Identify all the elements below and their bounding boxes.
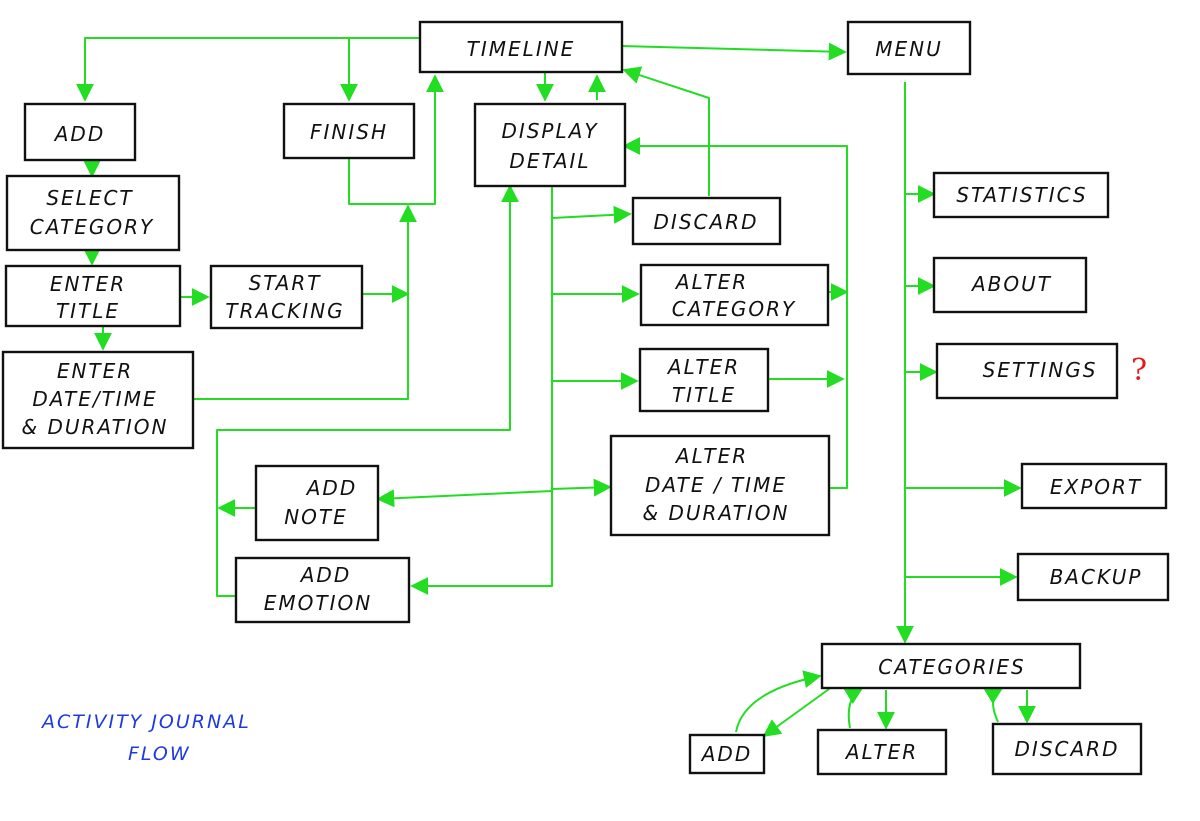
flow-boxes: TIMELINE MENU ADD FINISH DISPLAY DETAIL … — [1, 20, 1170, 776]
edge-finish-to-timeline — [348, 74, 444, 205]
node-menu: MENU — [846, 20, 972, 76]
node-add-emotion: ADD EMOTION — [234, 556, 411, 624]
node-add-note: ADD NOTE — [254, 464, 380, 542]
node-statistics-label: STATISTICS — [956, 183, 1087, 207]
node-backup: BACKUP — [1016, 552, 1170, 602]
node-backup-label: BACKUP — [1050, 565, 1143, 589]
node-enter-date: ENTER DATE/TIME & DURATION — [1, 350, 195, 450]
edge-categories-to-cat-add — [762, 683, 837, 738]
node-select-category: SELECT CATEGORY — [5, 174, 181, 252]
node-add: ADD — [23, 102, 137, 162]
edge-cat-discard-to-categories — [983, 687, 1004, 723]
node-alter-category: ALTER CATEGORY — [639, 263, 830, 327]
node-cat-add-label: ADD — [700, 742, 752, 766]
node-alter-date-line1: ALTER — [674, 444, 748, 468]
edge-note-emotion-return — [216, 184, 519, 597]
node-display-detail-line1: DISPLAY — [501, 119, 598, 143]
node-start-tracking-line1: START — [249, 271, 322, 295]
node-about: ABOUT — [932, 256, 1088, 314]
node-add-emotion-line1: ADD — [299, 563, 351, 587]
node-statistics: STATISTICS — [932, 171, 1110, 219]
node-categories-label: CATEGORIES — [878, 655, 1025, 679]
edge-display-spine — [410, 186, 553, 595]
node-alter-category-line1: ALTER — [674, 270, 748, 294]
node-select-category-line2: CATEGORY — [30, 215, 154, 239]
node-display-detail: DISPLAY DETAIL — [473, 102, 627, 188]
edge-display-to-alter-date — [551, 478, 612, 497]
node-categories: CATEGORIES — [820, 642, 1082, 690]
edge-cat-alter-to-categories — [843, 687, 864, 729]
caption-line1: ACTIVITY JOURNAL — [40, 711, 251, 733]
node-add-note-line2: NOTE — [284, 505, 348, 529]
node-add-note-line1: ADD — [305, 476, 357, 500]
node-enter-title-line1: ENTER — [50, 272, 126, 296]
node-timeline: TIMELINE — [418, 20, 624, 74]
node-alter-title-line2: TITLE — [672, 383, 736, 407]
node-alter-title: ALTER TITLE — [638, 347, 770, 413]
node-alter-date-line3: & DURATION — [643, 501, 790, 525]
node-finish-label: FINISH — [310, 120, 388, 144]
node-settings: SETTINGS — [935, 342, 1119, 400]
edge-timeline-to-add — [76, 37, 420, 102]
edge-timeline-to-menu — [621, 42, 847, 61]
node-about-label: ABOUT — [970, 272, 1052, 296]
connector-lines — [76, 37, 1036, 738]
node-cat-alter-label: ALTER — [844, 740, 918, 764]
node-add-label: ADD — [53, 122, 105, 146]
node-export: EXPORT — [1020, 462, 1168, 510]
edge-discard-to-timeline — [622, 66, 710, 196]
node-settings-label: SETTINGS — [983, 358, 1098, 382]
node-cat-add: ADD — [688, 733, 766, 775]
node-export-label: EXPORT — [1050, 475, 1142, 499]
node-menu-label: MENU — [875, 37, 943, 61]
node-enter-date-line1: ENTER — [57, 359, 133, 383]
edge-display-to-add-note — [376, 489, 553, 508]
node-add-emotion-line2: EMOTION — [264, 591, 372, 615]
node-finish: FINISH — [282, 102, 416, 160]
node-alter-title-line1: ALTER — [666, 355, 740, 379]
caption-line2: FLOW — [128, 743, 191, 765]
settings-question-mark: ? — [1131, 353, 1147, 388]
node-discard-label: DISCARD — [654, 210, 759, 234]
node-display-detail-line2: DETAIL — [509, 149, 590, 173]
node-start-tracking-line2: TRACKING — [225, 299, 344, 323]
edge-display-to-discard — [551, 205, 632, 224]
node-timeline-label: TIMELINE — [467, 37, 576, 61]
node-discard: DISCARD — [631, 196, 782, 246]
node-start-tracking: START TRACKING — [209, 264, 364, 330]
node-enter-date-line2: DATE/TIME — [32, 387, 157, 411]
node-alter-date-line2: DATE / TIME — [645, 473, 787, 497]
node-enter-date-line3: & DURATION — [22, 415, 169, 439]
edge-date-to-timeline — [193, 204, 417, 400]
node-enter-title-line2: TITLE — [56, 299, 120, 323]
node-alter-date: ALTER DATE / TIME & DURATION — [609, 434, 831, 537]
edge-cat-add-to-categories — [735, 670, 822, 733]
node-cat-alter: ALTER — [816, 728, 948, 776]
node-select-category-line1: SELECT — [46, 186, 133, 210]
edge-alter-return-line — [622, 137, 848, 489]
node-cat-discard-label: DISCARD — [1015, 737, 1120, 761]
node-enter-title: ENTER TITLE — [4, 264, 182, 328]
node-alter-category-line2: CATEGORY — [672, 297, 796, 321]
node-cat-discard: DISCARD — [991, 722, 1143, 776]
